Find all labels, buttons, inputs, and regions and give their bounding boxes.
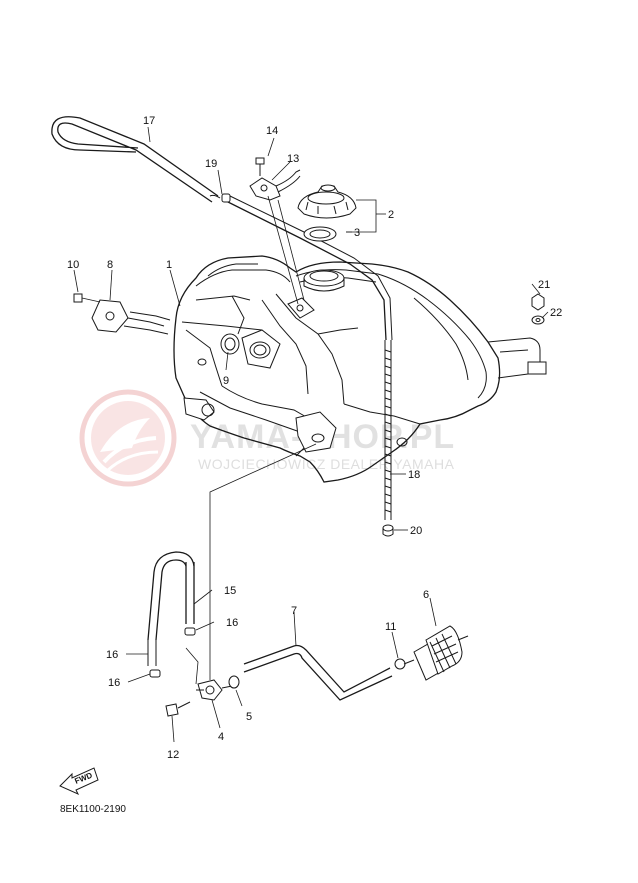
watermark-logo-icon [79,389,177,487]
callout-10: 10 [67,259,79,271]
fuel-cap [297,184,357,219]
hose-clamp-11 [394,658,406,670]
callout-23: 22 [550,307,562,319]
callout-14: 14 [266,125,278,137]
callout-11: 11 [385,621,396,633]
mounting-bracket [249,169,301,201]
callout-5: 5 [246,711,252,723]
callout-21: 20 [410,525,422,537]
bolt-14 [255,157,265,176]
callout-6: 6 [423,589,429,601]
callout-16-upper: 16 [226,617,238,629]
pump-plate [91,299,171,335]
watermark-sub-text: WOJCIECHOWICZ DEALER YAMAHA [198,456,455,472]
washer-23 [531,315,545,325]
callout-13: 13 [287,153,299,165]
nut-22 [531,293,545,311]
fuel-sender-mount [241,329,281,369]
callout-1: 1 [166,259,172,271]
breather-hose [51,116,221,203]
drawing-code: 8EK1100-2190 [60,804,126,815]
hose-clamp-20 [221,193,231,203]
fuel-pump-unit [183,397,215,421]
leader-lines [73,126,549,743]
callout-19: 18 [408,469,420,481]
callout-16-lower: 16 [108,677,120,689]
callout-18: 17 [143,115,155,127]
callout-2: 2 [388,209,394,221]
forward-arrow-icon: FWD [59,767,99,796]
filler-neck [303,269,345,292]
fuel-hose-15 [147,551,195,641]
cap-gasket [303,226,337,242]
callout-12: 12 [167,749,179,761]
callout-7: 7 [291,605,297,617]
watermark: YAMA-SHOP.PL WOJCIECHOWICZ DEALER YAMAHA [79,389,455,487]
bolt-10 [73,293,83,303]
callout-20: 19 [205,158,217,170]
fuel-gauge-ring [220,333,240,355]
callout-3: 3 [354,227,360,239]
callout-15: 15 [224,585,236,597]
fuel-filter [403,625,469,681]
hose-clamp-16-lower [149,669,161,678]
callout-22: 21 [538,279,550,291]
bolt-12 [165,701,191,717]
callout-17: 16 [106,649,118,661]
hose-clamp-5 [228,675,240,689]
callout-9: 9 [223,375,229,387]
hose-clamp-21 [382,524,394,537]
fuel-hose-7 [243,644,393,701]
callout-labels: 17 14 19 13 2 3 10 8 1 9 21 22 18 20 15 … [67,115,562,761]
callout-8: 8 [107,259,113,271]
hose-clamp-16-upper [184,627,196,636]
fuel-cock [196,679,233,701]
vent-hose [223,195,393,520]
fuel-hose-17 [147,640,157,666]
callout-4: 4 [218,731,224,743]
